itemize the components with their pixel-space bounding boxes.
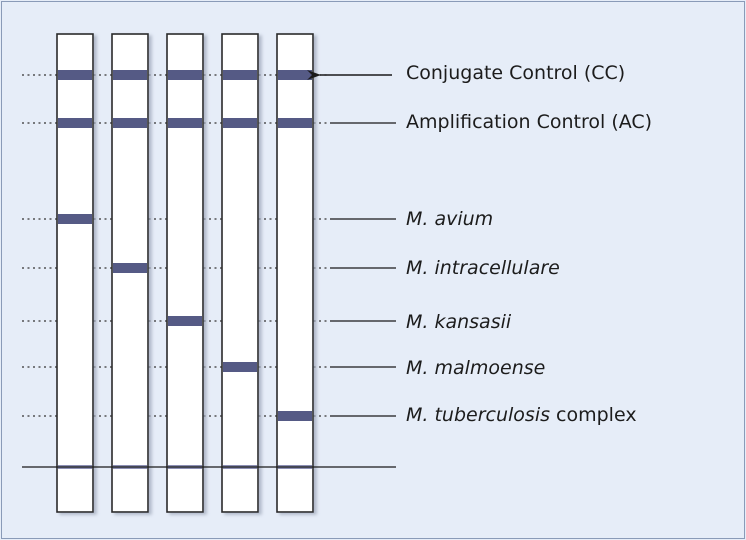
band-cc xyxy=(168,70,202,80)
band-cc xyxy=(223,70,257,80)
strip-body xyxy=(221,33,259,513)
strip-2 xyxy=(111,33,149,513)
band-ac xyxy=(58,118,92,128)
strip-body xyxy=(166,33,204,513)
strip-1 xyxy=(56,33,94,513)
band-ac xyxy=(113,118,147,128)
label-m-intracellulare: M. intracellulare xyxy=(406,257,560,279)
label-conjugate-control: Conjugate Control (CC) xyxy=(406,62,625,84)
label-m-tuberculosis-complex: M. tuberculosis complex xyxy=(406,404,637,426)
strip-body xyxy=(276,33,314,513)
test-strips xyxy=(56,33,314,513)
band-cc xyxy=(58,70,92,80)
band-intracellulare xyxy=(113,263,147,273)
label-tb-rest: complex xyxy=(550,404,637,426)
label-connector-lines xyxy=(307,70,396,417)
band-kansasii xyxy=(168,316,202,326)
band-ac xyxy=(223,118,257,128)
strip-5 xyxy=(276,33,314,513)
band-ac xyxy=(278,118,312,128)
label-amplification-control: Amplification Control (AC) xyxy=(406,111,652,133)
label-m-kansasii: M. kansasii xyxy=(406,311,512,333)
label-m-avium: M. avium xyxy=(406,208,493,230)
strip-body xyxy=(56,33,94,513)
band-tb xyxy=(278,411,312,421)
label-tb-italic: M. tuberculosis xyxy=(406,404,550,426)
label-m-malmoense: M. malmoense xyxy=(406,357,545,379)
band-malmoense xyxy=(223,362,257,372)
band-cc xyxy=(113,70,147,80)
strip-3 xyxy=(166,33,204,513)
band-avium xyxy=(58,214,92,224)
band-cc xyxy=(278,70,312,80)
band-ac xyxy=(168,118,202,128)
strip-4 xyxy=(221,33,259,513)
